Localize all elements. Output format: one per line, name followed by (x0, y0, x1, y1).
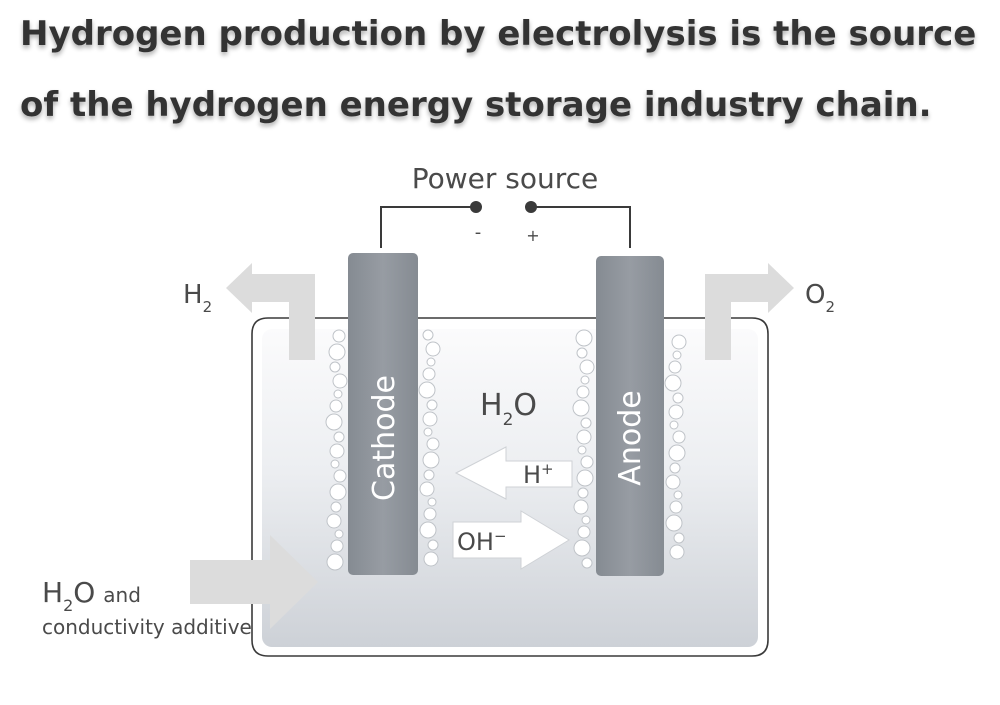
gas-bubble (577, 487, 589, 499)
gas-bubble (577, 525, 591, 539)
gas-bubble (332, 373, 348, 389)
gas-bubble (572, 399, 590, 417)
gas-bubble (575, 329, 593, 347)
gas-bubble (671, 334, 687, 350)
hydrogen-outlet-arrow (226, 263, 315, 360)
gas-bubble (580, 375, 590, 385)
gas-bubble (422, 451, 440, 469)
hydroxide-ion-arrow (452, 510, 570, 570)
gas-bubble (425, 341, 441, 357)
anode-label: Anode (613, 390, 648, 485)
negative-terminal (470, 201, 482, 213)
gas-bubble (330, 459, 340, 469)
cathode-electrode (348, 253, 418, 575)
gas-bubble (332, 329, 346, 343)
power-source-label: Power source (412, 162, 599, 195)
gas-bubble (576, 429, 592, 445)
hydrogen-ion-arrow (454, 446, 573, 500)
gas-bubble (418, 381, 436, 399)
hydrogen-output-label: H2 (183, 280, 212, 316)
gas-bubble (672, 430, 686, 444)
gas-bubble (326, 513, 342, 529)
gas-bubble (576, 469, 594, 487)
oxygen-bubbles (572, 329, 595, 569)
gas-bubble (669, 420, 679, 430)
anode-electrode (596, 256, 664, 576)
gas-bubble (573, 539, 591, 557)
gas-bubble (325, 413, 343, 431)
gas-bubble (669, 500, 683, 514)
gas-bubble (329, 443, 345, 459)
gas-bubble (581, 515, 591, 525)
gas-bubble (423, 551, 439, 567)
oxygen-outlet-arrow (705, 263, 794, 360)
gas-bubble (419, 521, 437, 539)
gas-bubble (333, 389, 343, 399)
gas-bubble (422, 367, 436, 381)
input-additive-label: conductivity additive (42, 615, 252, 639)
oxygen-output-label: O2 (805, 280, 835, 316)
gas-bubble (672, 392, 684, 404)
gas-bubble (669, 544, 685, 560)
gas-bubble (576, 347, 588, 359)
cathode-wire (380, 206, 474, 248)
gas-bubble (579, 359, 595, 375)
hydrogen-ion-label: H+ (523, 460, 554, 489)
headline-line-2: of the hydrogen energy storage industry … (20, 85, 932, 125)
gas-bubble (333, 431, 345, 443)
anode-wire (533, 206, 631, 248)
gas-bubble (580, 417, 592, 429)
positive-terminal (525, 201, 537, 213)
gas-bubble (423, 507, 437, 521)
hydrogen-bubbles (325, 329, 348, 571)
gas-bubble (333, 469, 347, 483)
gas-bubble (329, 483, 347, 501)
gas-bubble (665, 514, 683, 532)
plus-sign: + (526, 226, 539, 245)
oxygen-bubbles (664, 334, 687, 560)
gas-bubble (581, 557, 593, 569)
gas-bubble (426, 399, 438, 411)
gas-bubble (668, 404, 684, 420)
gas-bubble (664, 374, 682, 392)
gas-bubble (422, 329, 434, 341)
gas-bubble (422, 411, 438, 427)
water-molecule-label: H2O (480, 388, 537, 430)
gas-bubble (665, 474, 681, 490)
gas-bubble (577, 445, 587, 455)
gas-bubble (427, 497, 437, 507)
headline-line-1: Hydrogen production by electrolysis is t… (20, 14, 977, 54)
gas-bubble (330, 501, 342, 513)
gas-bubble (668, 444, 686, 462)
hydroxide-ion-label: OH− (457, 527, 507, 556)
gas-bubble (329, 361, 341, 373)
gas-bubble (423, 469, 435, 481)
gas-bubble (576, 385, 590, 399)
gas-bubble (672, 350, 682, 360)
gas-bubble (426, 357, 436, 367)
gas-bubble (573, 499, 589, 515)
minus-sign: - (475, 222, 482, 243)
cathode-label: Cathode (367, 375, 402, 501)
gas-bubble (328, 343, 346, 361)
gas-bubble (669, 462, 681, 474)
gas-bubble (329, 399, 343, 413)
gas-bubble (426, 437, 440, 451)
gas-bubble (673, 532, 685, 544)
gas-bubble (673, 490, 683, 500)
gas-bubble (419, 481, 435, 497)
hydrogen-bubbles (418, 329, 441, 567)
gas-bubble (326, 553, 344, 571)
gas-bubble (423, 427, 433, 437)
gas-bubble (580, 455, 594, 469)
water-input-arrow (190, 535, 318, 629)
gas-bubble (427, 539, 439, 551)
gas-bubble (330, 539, 344, 553)
gas-bubble (334, 529, 344, 539)
gas-bubble (668, 360, 682, 374)
